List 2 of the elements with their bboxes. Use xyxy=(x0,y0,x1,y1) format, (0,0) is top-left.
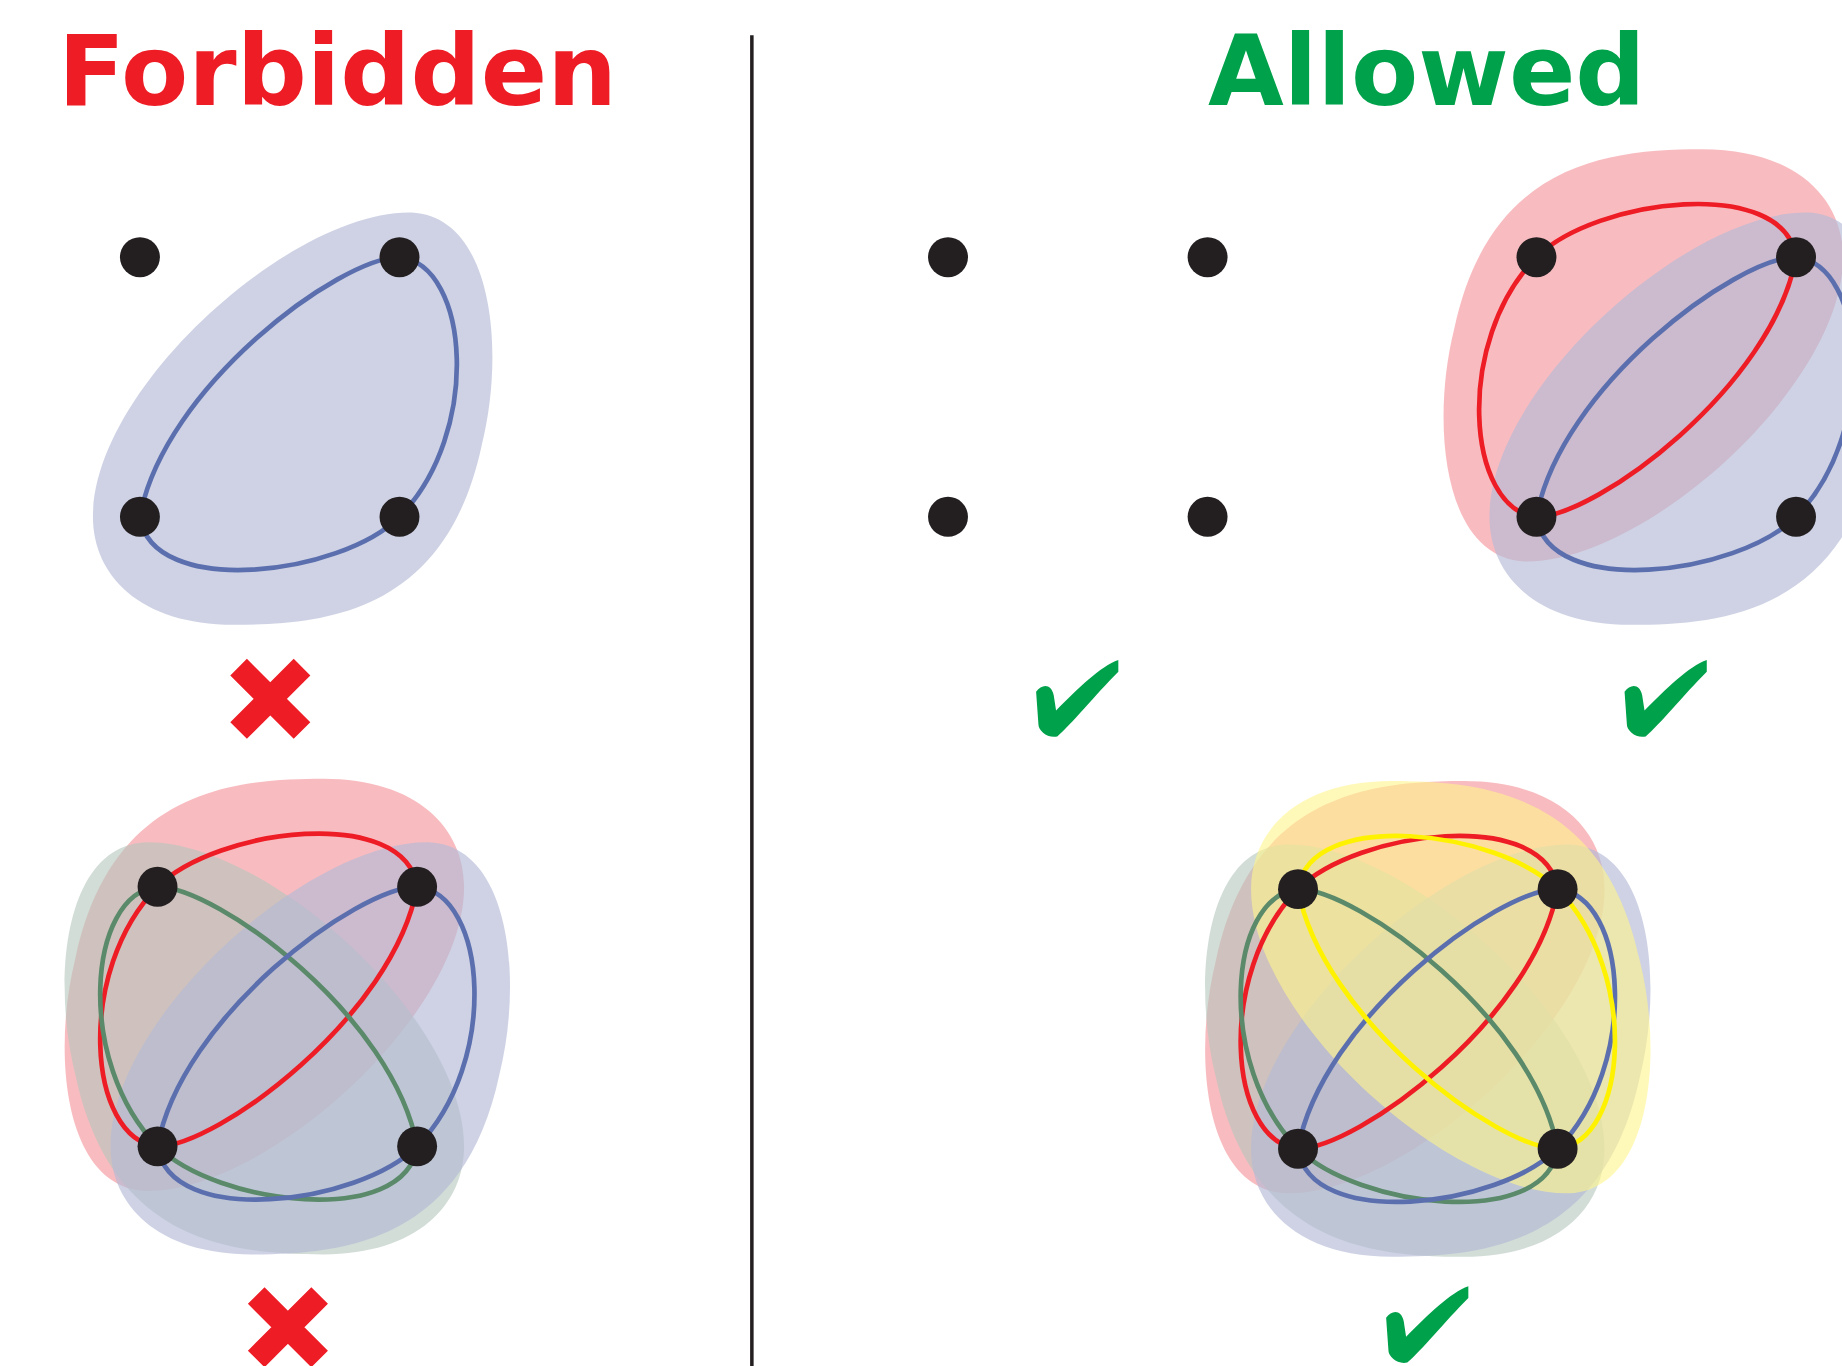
heading: Forbidden xyxy=(58,18,617,126)
heading: Allowed xyxy=(1208,18,1646,126)
